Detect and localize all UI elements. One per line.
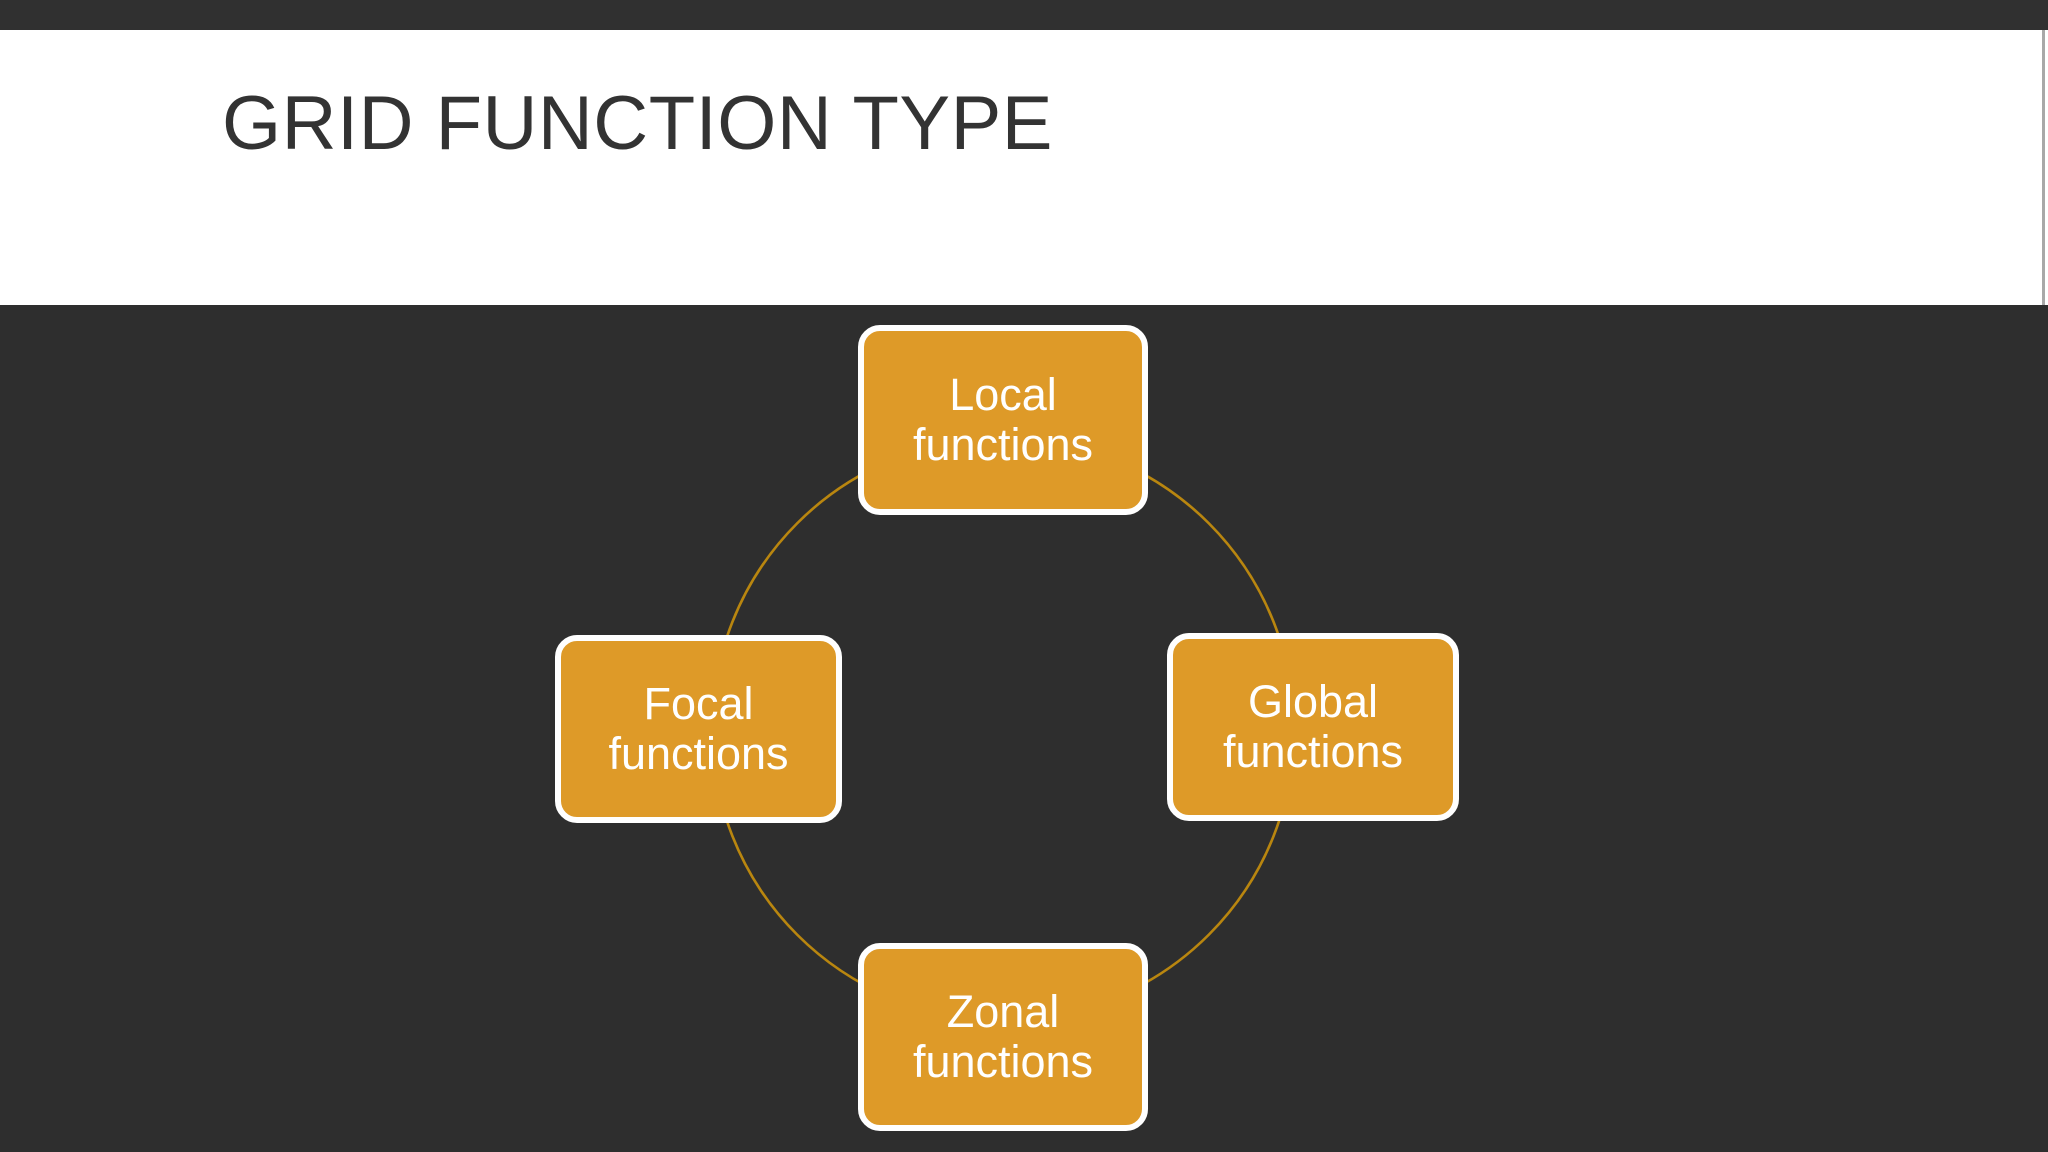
node-focal-functions-label: Focal functions [608, 677, 789, 779]
page-title: GRID FUNCTION TYPE [222, 81, 1053, 166]
top-accent-bar [0, 0, 2048, 30]
node-global-functions-label: Global functions [1222, 675, 1404, 777]
node-local-functions-label: Local functions [912, 368, 1094, 470]
node-zonal-functions-label: Zonal functions [912, 985, 1094, 1087]
node-local-functions[interactable]: Local functions [858, 325, 1148, 515]
node-global-functions[interactable]: Global functions [1167, 633, 1459, 821]
title-band [0, 30, 2045, 305]
node-focal-functions[interactable]: Focal functions [555, 635, 842, 823]
cycle-diagram: Local functions Global functions Zonal f… [0, 305, 2048, 1152]
node-zonal-functions[interactable]: Zonal functions [858, 943, 1148, 1131]
